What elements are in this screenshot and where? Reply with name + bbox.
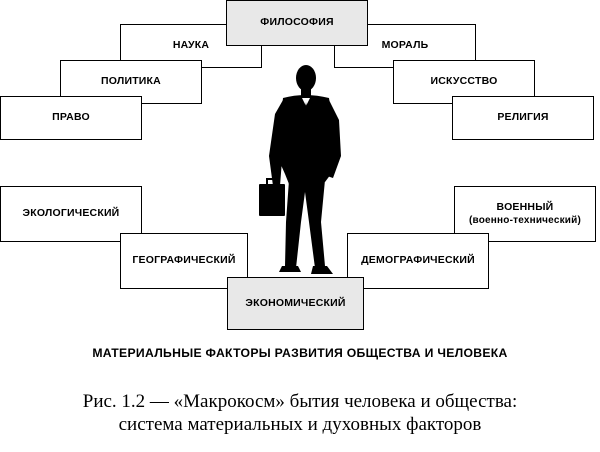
box-philosophy: ФИЛОСОФИЯ [226, 0, 368, 46]
box-demographic-label: ДЕМОГРАФИЧЕСКИЙ [361, 254, 475, 267]
box-law-label: ПРАВО [52, 111, 90, 124]
box-geographical: ГЕОГРАФИЧЕСКИЙ [120, 233, 248, 289]
box-politics-label: ПОЛИТИКА [101, 75, 161, 88]
box-geographical-label: ГЕОГРАФИЧЕСКИЙ [132, 254, 236, 267]
box-science-label: НАУКА [172, 39, 210, 52]
box-economic-label: ЭКОНОМИЧЕСКИЙ [245, 296, 346, 309]
businessman-silhouette-icon [259, 65, 341, 274]
box-ecological-label: ЭКОЛОГИЧЕСКИЙ [22, 207, 120, 220]
box-economic: ЭКОНОМИЧЕСКИЙ [227, 277, 364, 330]
box-religion: РЕЛИГИЯ [452, 96, 594, 140]
box-art-label: ИСКУССТВО [430, 75, 498, 88]
box-religion-label: РЕЛИГИЯ [497, 111, 549, 124]
figure-caption-line1: Рис. 1.2 — «Макрокосм» бытия человека и … [82, 391, 518, 412]
box-ecological: ЭКОЛОГИЧЕСКИЙ [0, 186, 142, 242]
figure-caption: Рис. 1.2 — «Макрокосм» бытия человека и … [0, 390, 600, 436]
material-factors-caption: МАТЕРИАЛЬНЫЕ ФАКТОРЫ РАЗВИТИЯ ОБЩЕСТВА И… [92, 346, 508, 360]
box-morality-label: МОРАЛЬ [381, 39, 429, 52]
box-military-label: ВОЕННЫЙ [496, 200, 554, 213]
figure-caption-line2: система материальных и духовных факторов [118, 414, 482, 435]
box-philosophy-label: ФИЛОСОФИЯ [260, 16, 334, 29]
box-military-sublabel: (военно-технический) [468, 215, 582, 227]
box-law: ПРАВО [0, 96, 142, 140]
box-demographic: ДЕМОГРАФИЧЕСКИЙ [347, 233, 489, 289]
box-military: ВОЕННЫЙ (военно-технический) [454, 186, 596, 242]
